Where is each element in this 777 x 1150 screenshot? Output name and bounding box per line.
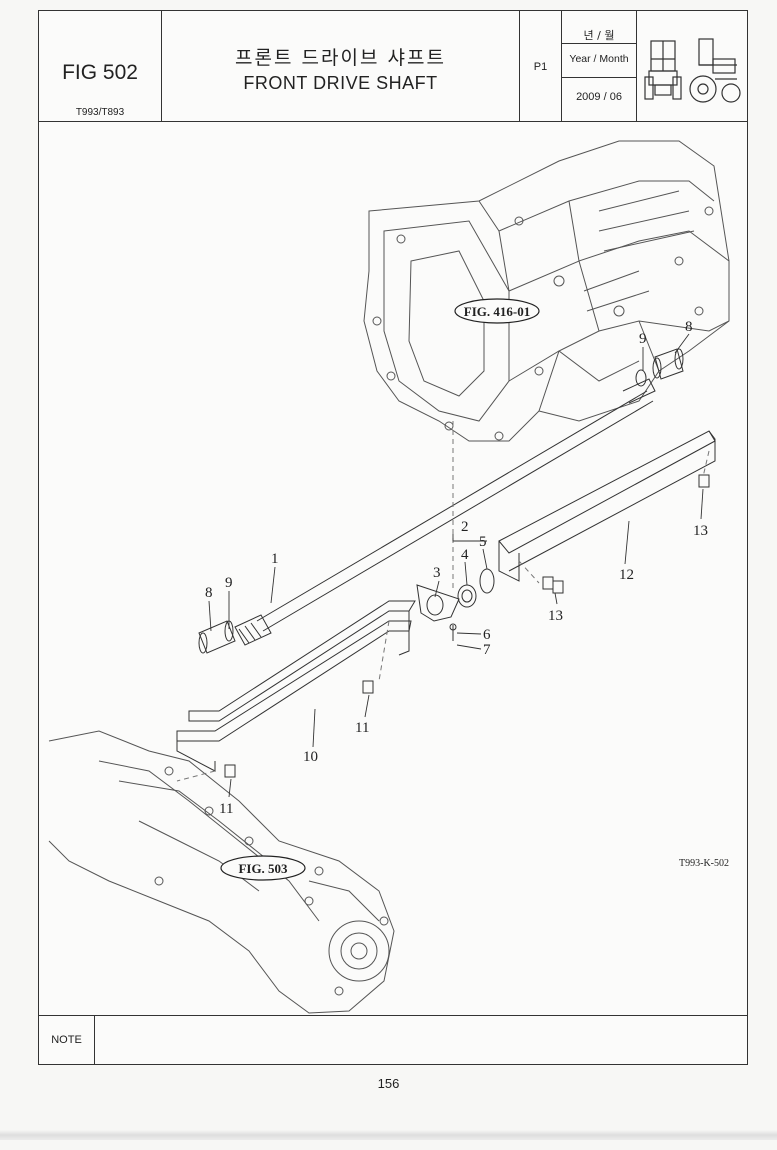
transmission-housing-drawing <box>363 140 730 442</box>
issue-date: 2009 / 06 <box>576 91 622 103</box>
fig-503-reference: FIG. 503 <box>220 855 306 881</box>
page-number: 156 <box>377 1076 400 1091</box>
cover-10-drawing <box>176 600 416 772</box>
year-month-cell: 년 / 월 Year / Month 2009 / 06 <box>562 11 637 121</box>
divider <box>562 43 636 44</box>
callout-4: 4 <box>461 547 469 563</box>
callout-9-upper: 9 <box>639 331 647 347</box>
cover-12-drawing <box>498 430 716 582</box>
sleeve-and-ring-parts <box>198 348 684 654</box>
exploded-parts-diagram: FIG. 416-01 FIG. 503 1 2 3 4 5 6 7 8 8 9… <box>48 140 730 1014</box>
title-english: FRONT DRIVE SHAFT <box>243 73 438 93</box>
callout-12: 12 <box>619 567 634 583</box>
callout-13-left: 13 <box>548 608 563 624</box>
callout-11-upper: 11 <box>355 720 369 736</box>
drive-shaft-drawing <box>234 378 656 646</box>
year-month-english: Year / Month <box>569 53 629 65</box>
parts-sheet: FIG 502 T993/T893 프론트 드라이브 샤프트 FRONT DRI… <box>38 10 748 1065</box>
bearing-assembly-drawing <box>416 568 495 641</box>
title-cell: 프론트 드라이브 샤프트 FRONT DRIVE SHAFT <box>162 11 520 121</box>
fig-416-label: FIG. 416-01 <box>464 304 530 319</box>
callout-2: 2 <box>461 519 469 535</box>
callout-8-upper: 8 <box>685 319 693 335</box>
callout-7: 7 <box>483 642 491 658</box>
year-month-korean: 년 / 월 <box>583 29 615 42</box>
callout-8-lower: 8 <box>205 585 213 601</box>
note-label: NOTE <box>39 1016 95 1065</box>
bolts-drawing <box>224 474 710 778</box>
note-row: NOTE <box>39 1015 747 1065</box>
assembly-leader-lines <box>176 421 710 782</box>
fig-cell: FIG 502 T993/T893 <box>39 11 162 121</box>
callout-5: 5 <box>479 534 487 550</box>
model-codes: T993/T893 <box>75 107 125 118</box>
tractor-cell <box>637 11 747 121</box>
tractor-icon <box>644 38 741 103</box>
callout-1: 1 <box>271 551 279 567</box>
title-korean: 프론트 드라이브 샤프트 <box>235 47 446 69</box>
callout-6: 6 <box>483 627 491 643</box>
page-code: P1 <box>533 61 548 73</box>
fig-416-reference: FIG. 416-01 <box>454 298 540 324</box>
callout-11-lower: 11 <box>219 801 233 817</box>
callout-10: 10 <box>303 749 318 765</box>
front-axle-drawing <box>48 730 395 1014</box>
callout-leaders <box>208 333 704 798</box>
divider <box>562 77 636 78</box>
drawing-code: T993-K-502 <box>679 858 729 869</box>
fig-503-label: FIG. 503 <box>238 861 288 876</box>
fig-number: FIG 502 <box>62 61 138 84</box>
scan-edge <box>0 1130 777 1140</box>
callout-9-lower: 9 <box>225 575 233 591</box>
callout-13-right: 13 <box>693 523 708 539</box>
callout-3: 3 <box>433 565 441 581</box>
page-code-cell: P1 <box>520 11 562 121</box>
header-block: FIG 502 T993/T893 프론트 드라이브 샤프트 FRONT DRI… <box>39 11 747 122</box>
